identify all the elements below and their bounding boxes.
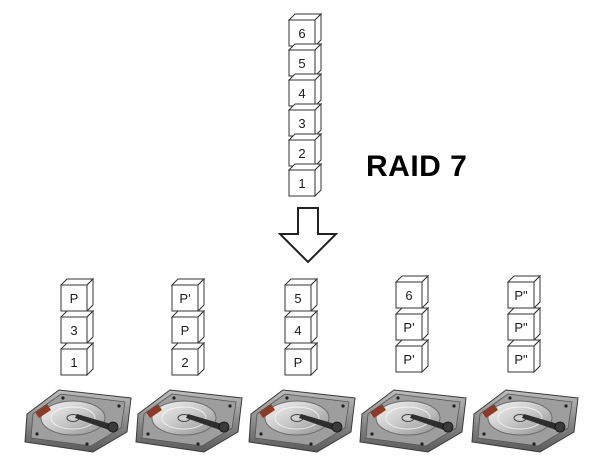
disk-5-block-3: P" bbox=[506, 338, 542, 374]
cube-side-face bbox=[421, 274, 429, 310]
cube-side-face bbox=[197, 277, 205, 313]
cube-side-face bbox=[314, 132, 322, 168]
cube-front-face bbox=[395, 313, 423, 341]
cube-side-face bbox=[86, 277, 94, 313]
cube-front-face bbox=[60, 316, 88, 344]
cube-label: P' bbox=[403, 352, 414, 367]
cube-label: 2 bbox=[298, 146, 305, 161]
disk-column-2: P' P 2 bbox=[135, 277, 243, 453]
cube-side-face bbox=[197, 341, 205, 377]
cube-front-face bbox=[60, 284, 88, 312]
cube-front-face bbox=[171, 316, 199, 344]
disk-3-block-2: 4 bbox=[283, 309, 319, 345]
cube-front-face bbox=[507, 313, 535, 341]
disk-column-3: 5 4P bbox=[248, 277, 356, 453]
cube-side-face bbox=[421, 338, 429, 374]
disk-1-block-1: P bbox=[59, 277, 95, 313]
cube-label: 6 bbox=[298, 26, 305, 41]
hard-disk-drive-icon bbox=[135, 389, 243, 453]
incoming-block-3: 3 bbox=[287, 102, 323, 138]
cube-side-face bbox=[314, 12, 322, 48]
cube-front-face bbox=[284, 348, 312, 376]
cube-label: P' bbox=[403, 320, 414, 335]
cube-front-face bbox=[395, 281, 423, 309]
disk-2-block-1: P' bbox=[170, 277, 206, 313]
cube-side-face bbox=[314, 162, 322, 198]
hard-disk-drive-icon bbox=[359, 389, 467, 453]
incoming-block-1: 1 bbox=[287, 162, 323, 198]
disk-2-block-2: P bbox=[170, 309, 206, 345]
cube-label: P" bbox=[514, 320, 528, 335]
cube-label: 2 bbox=[181, 355, 188, 370]
disk-4-block-1: 6 bbox=[394, 274, 430, 310]
cube-front-face bbox=[60, 348, 88, 376]
disk-2-block-3: 2 bbox=[170, 341, 206, 377]
disk-5-block-2: P" bbox=[506, 306, 542, 342]
cube-label: 3 bbox=[298, 116, 305, 131]
cube-label: 6 bbox=[405, 288, 412, 303]
cube-label: P" bbox=[514, 352, 528, 367]
cube-label: P" bbox=[514, 288, 528, 303]
cube-front-face bbox=[171, 348, 199, 376]
diagram-title: RAID 7 bbox=[366, 150, 468, 183]
arrow-shape bbox=[277, 207, 339, 264]
disk-column-1: P 3 1 bbox=[24, 277, 132, 453]
cube-side-face bbox=[533, 274, 541, 310]
cube-side-face bbox=[533, 338, 541, 374]
cube-label: P' bbox=[179, 291, 190, 306]
incoming-block-5: 5 bbox=[287, 42, 323, 78]
cube-side-face bbox=[310, 309, 318, 345]
disk-1-block-3: 1 bbox=[59, 341, 95, 377]
cube-label: P bbox=[294, 355, 303, 370]
cube-label: 4 bbox=[298, 86, 305, 101]
cube-side-face bbox=[86, 309, 94, 345]
cube-side-face bbox=[314, 102, 322, 138]
disk-1-block-2: 3 bbox=[59, 309, 95, 345]
cube-front-face bbox=[507, 345, 535, 373]
disk-3-block-3: P bbox=[283, 341, 319, 377]
cube-side-face bbox=[310, 277, 318, 313]
disk-3-block-1: 5 bbox=[283, 277, 319, 313]
cube-label: 1 bbox=[70, 355, 77, 370]
cube-side-face bbox=[86, 341, 94, 377]
cube-front-face bbox=[284, 284, 312, 312]
disk-column-5: P" P" P" bbox=[471, 274, 579, 453]
cube-side-face bbox=[421, 306, 429, 342]
cube-front-face bbox=[288, 79, 316, 107]
cube-front-face bbox=[507, 281, 535, 309]
cube-side-face bbox=[310, 341, 318, 377]
incoming-block-2: 2 bbox=[287, 132, 323, 168]
cube-side-face bbox=[533, 306, 541, 342]
cube-side-face bbox=[314, 72, 322, 108]
hard-disk-drive-icon bbox=[248, 389, 356, 453]
incoming-data-stack: 6 5 4 3 2 1 bbox=[287, 12, 323, 198]
cube-label: P bbox=[70, 291, 79, 306]
cube-label: 3 bbox=[70, 323, 77, 338]
cube-front-face bbox=[288, 19, 316, 47]
disk-4-block-2: P' bbox=[394, 306, 430, 342]
cube-label: 5 bbox=[298, 56, 305, 71]
cube-label: 5 bbox=[294, 291, 301, 306]
incoming-block-4: 4 bbox=[287, 72, 323, 108]
cube-side-face bbox=[314, 42, 322, 78]
cube-front-face bbox=[284, 316, 312, 344]
cube-front-face bbox=[395, 345, 423, 373]
cube-label: 1 bbox=[298, 176, 305, 191]
cube-label: P bbox=[181, 323, 190, 338]
cube-label: 4 bbox=[294, 323, 301, 338]
cube-front-face bbox=[288, 109, 316, 137]
cube-front-face bbox=[171, 284, 199, 312]
disk-column-4: 6P' P' bbox=[359, 274, 467, 453]
hard-disk-drive-icon bbox=[24, 389, 132, 453]
incoming-block-6: 6 bbox=[287, 12, 323, 48]
disk-5-block-1: P" bbox=[506, 274, 542, 310]
cube-front-face bbox=[288, 169, 316, 197]
disk-4-block-3: P' bbox=[394, 338, 430, 374]
cube-side-face bbox=[197, 309, 205, 345]
hard-disk-drive-icon bbox=[471, 389, 579, 453]
down-arrow-icon bbox=[277, 207, 339, 264]
